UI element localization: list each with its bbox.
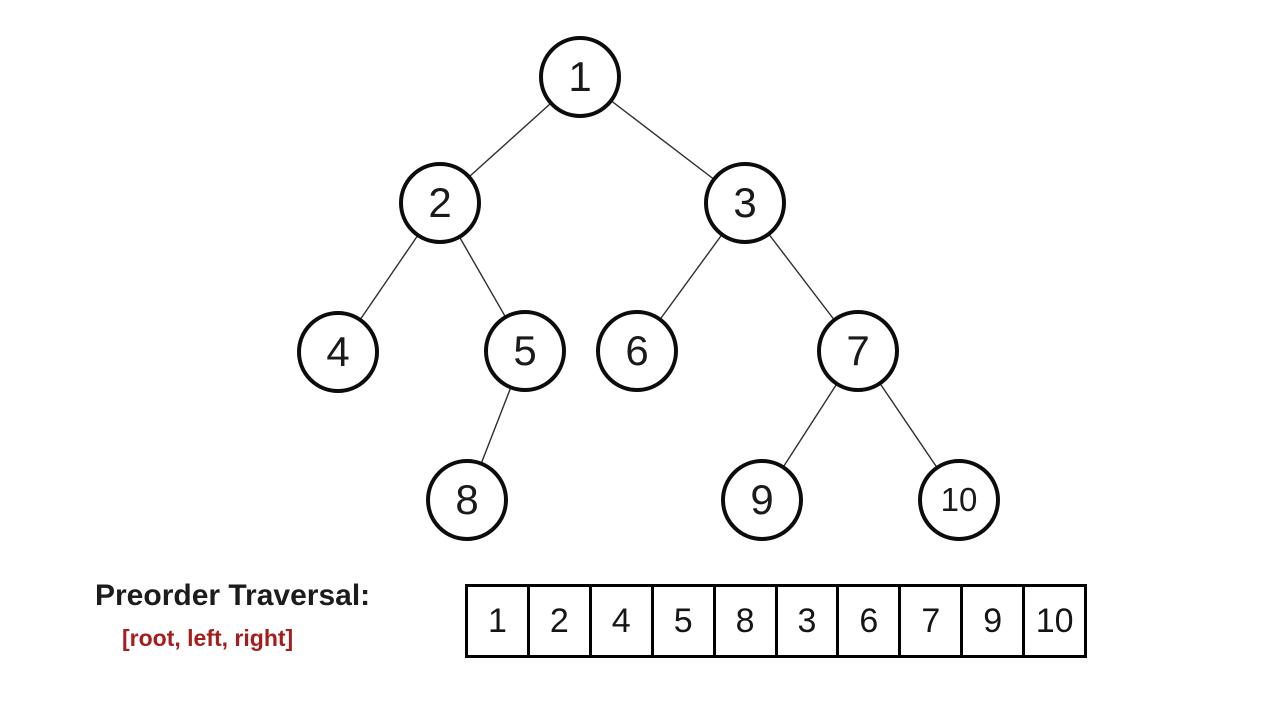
node-value: 6 [625, 327, 649, 374]
array-cell: 3 [778, 587, 840, 655]
node-value: 8 [455, 476, 479, 523]
node-value: 9 [750, 476, 774, 523]
node-value: 2 [428, 179, 452, 226]
tree-node-3: 3 [704, 162, 786, 244]
tree-node-8: 8 [426, 459, 508, 541]
array-cell: 2 [530, 587, 592, 655]
node-value: 10 [940, 481, 978, 518]
preorder-result-array: 1 2 4 5 8 3 6 7 9 10 [465, 584, 1087, 658]
tree-node-1: 1 [539, 36, 621, 118]
array-cell: 9 [963, 587, 1026, 655]
node-value: 3 [733, 179, 757, 226]
array-cell: 8 [716, 587, 778, 655]
tree-node-4: 4 [297, 311, 379, 393]
array-cell: 10 [1035, 601, 1074, 640]
traversal-order-note: [root, left, right] [122, 625, 294, 651]
node-value: 1 [568, 53, 592, 100]
tree-node-10: 10 [918, 459, 1000, 541]
tree-node-6: 6 [596, 310, 678, 392]
tree-node-5: 5 [484, 310, 566, 392]
tree-node-2: 2 [399, 162, 481, 244]
tree-node-7: 7 [817, 310, 899, 392]
array-cell: 7 [901, 587, 964, 655]
node-value: 5 [513, 327, 537, 374]
array-cell: 5 [654, 587, 716, 655]
node-value: 4 [326, 328, 350, 375]
array-cell: 4 [592, 587, 654, 655]
array-cell: 6 [839, 587, 902, 655]
traversal-title: Preorder Traversal: [95, 579, 371, 612]
array-cell: 1 [468, 587, 530, 655]
tree-node-9: 9 [721, 459, 803, 541]
node-value: 7 [846, 327, 870, 374]
